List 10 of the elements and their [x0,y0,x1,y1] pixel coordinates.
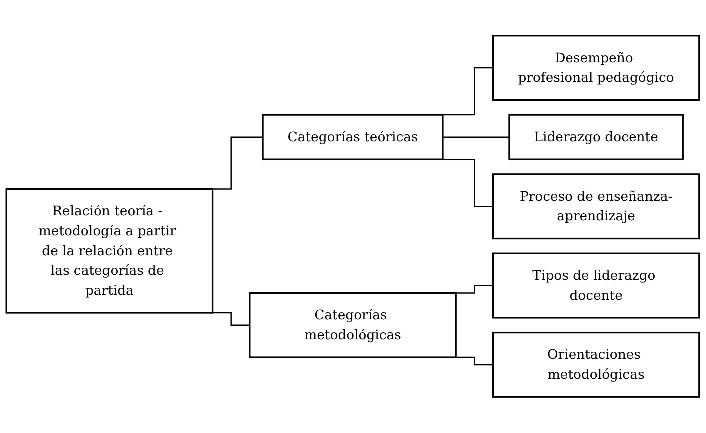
node-box: Liderazgo docente [508,114,684,160]
node-box: Categorías metodológicas [249,292,457,358]
node-box: Tipos de liderazgo docente [492,252,700,319]
connector [442,136,510,138]
connector [211,312,251,326]
node-box: Relación teoría - metodología a partir de la relación entre las categorías de partida [6,188,214,314]
node-box: Desempeño profesional pedagógico [492,35,700,102]
node-box: Orientaciones metodológicas [492,332,700,398]
node-box: Categorías teóricas [262,114,444,160]
node-box: Proceso de enseñanza-aprendizaje [492,174,700,240]
